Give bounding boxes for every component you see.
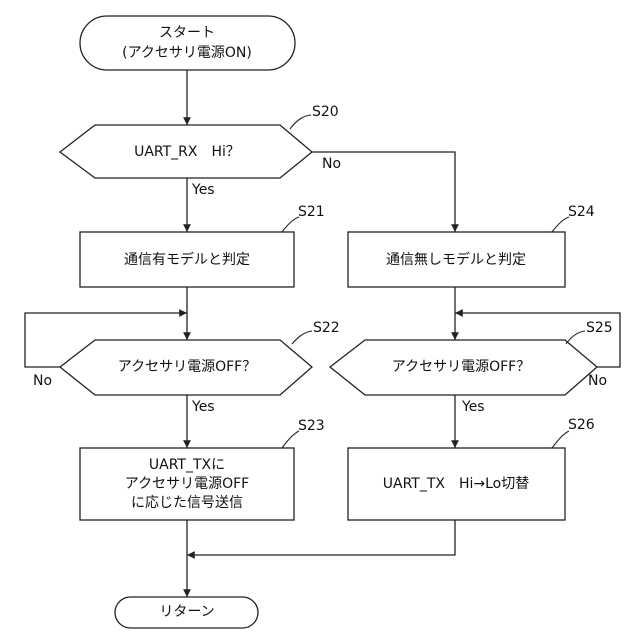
decision-s22-text: アクセサリ電源OFF？ bbox=[118, 359, 256, 375]
edge-s26-merge bbox=[187, 520, 455, 555]
process-s26-text: UART_TX Hi→Lo切替 bbox=[383, 476, 530, 492]
step-label-s25: S25 bbox=[586, 320, 613, 336]
step-label-s24: S24 bbox=[568, 204, 595, 220]
process-s24-text: 通信無しモデルと判定 bbox=[386, 251, 526, 268]
start-line2: (アクセサリ電源ON) bbox=[122, 45, 252, 61]
edge-label-s25-yes: Yes bbox=[461, 399, 485, 415]
step-label-s26: S26 bbox=[568, 417, 595, 433]
process-s21-text: 通信有モデルと判定 bbox=[124, 251, 250, 268]
edge-label-s20-no: No bbox=[322, 156, 341, 172]
step-s22-leader bbox=[292, 331, 312, 344]
step-label-s21: S21 bbox=[298, 204, 325, 220]
step-label-s23: S23 bbox=[298, 418, 325, 434]
step-s21-leader bbox=[282, 217, 299, 232]
process-s23-line3: に応じた信号送信 bbox=[131, 495, 243, 511]
step-s24-leader bbox=[552, 217, 569, 232]
process-s23-line2: アクセサリ電源OFF bbox=[125, 476, 249, 492]
edge-label-s25-no: No bbox=[588, 373, 607, 389]
step-s26-leader bbox=[552, 431, 569, 448]
process-s23-line1: UART_TXに bbox=[149, 457, 225, 473]
step-label-s22: S22 bbox=[313, 320, 340, 336]
step-s25-leader bbox=[566, 331, 585, 344]
step-label-s20: S20 bbox=[312, 104, 339, 120]
step-s23-leader bbox=[282, 431, 299, 448]
edge-label-s22-yes: Yes bbox=[191, 399, 215, 415]
edge-label-s22-no: No bbox=[33, 373, 52, 389]
decision-s20-text: UART_RX Hi？ bbox=[134, 144, 240, 160]
edge-label-s20-yes: Yes bbox=[191, 182, 215, 198]
step-s20-leader bbox=[290, 115, 311, 129]
start-line1: スタート bbox=[159, 25, 215, 41]
decision-s25-text: アクセサリ電源OFF？ bbox=[392, 359, 530, 375]
return-text: リターン bbox=[159, 604, 214, 620]
